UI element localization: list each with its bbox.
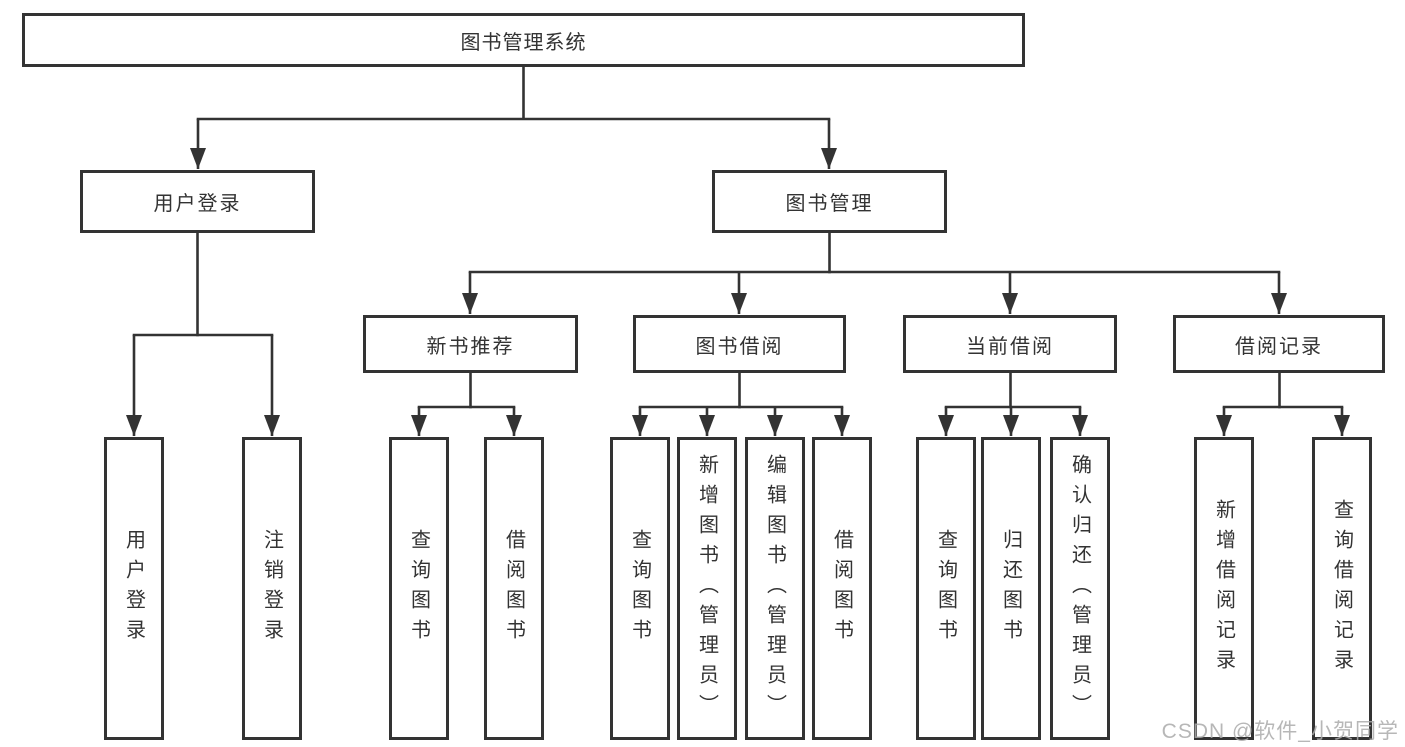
leaf-search-borrow-record-label: 查询借阅记录: [1330, 498, 1353, 679]
connector-book-management-to-level3: [462, 233, 1287, 314]
leaf-borrow-books-recommend-label: 借阅图书: [502, 528, 525, 649]
connector-book-borrowing-to-leaves: [632, 373, 850, 436]
leaf-user-login-label: 用户登录: [122, 528, 145, 649]
node-library-system: 图书管理系统: [22, 13, 1025, 67]
connector-new-book-recommend-to-leaves: [411, 373, 522, 436]
connector-borrowing-records-to-leaves: [1216, 373, 1350, 436]
leaf-confirm-return-admin: 确认归还（管理员）: [1050, 437, 1110, 740]
connector-current-borrowing-to-leaves: [938, 373, 1088, 436]
leaf-search-books-recommend-label: 查询图书: [407, 528, 430, 649]
leaf-search-books-current: 查询图书: [916, 437, 976, 740]
node-book-borrowing-label: 图书借阅: [695, 335, 784, 358]
leaf-logout-label: 注销登录: [260, 528, 283, 649]
leaf-search-books-current-label: 查询图书: [934, 528, 957, 649]
csdn-watermark: CSDN @软件_小贺同学: [1161, 720, 1399, 743]
node-book-borrowing: 图书借阅: [633, 315, 846, 373]
node-current-borrowing: 当前借阅: [903, 315, 1117, 373]
leaf-logout: 注销登录: [242, 437, 302, 740]
leaf-borrow-books-borrowing-label: 借阅图书: [830, 528, 853, 649]
leaf-add-books-admin-label: 新增图书（管理员）: [695, 453, 718, 724]
leaf-borrow-books-recommend: 借阅图书: [484, 437, 544, 740]
leaf-user-login: 用户登录: [104, 437, 164, 740]
leaf-borrow-books-borrowing: 借阅图书: [812, 437, 872, 740]
node-new-book-recommend-label: 新书推荐: [426, 335, 515, 358]
leaf-confirm-return-admin-label: 确认归还（管理员）: [1068, 453, 1091, 724]
leaf-add-borrow-record-label: 新增借阅记录: [1212, 498, 1235, 679]
leaf-search-books-borrowing-label: 查询图书: [628, 528, 651, 649]
leaf-edit-books-admin: 编辑图书（管理员）: [745, 437, 805, 740]
node-library-system-label: 图书管理系统: [460, 31, 587, 54]
node-user-login: 用户登录: [80, 170, 315, 233]
leaf-return-books: 归还图书: [981, 437, 1041, 740]
node-book-management-label: 图书管理: [785, 193, 874, 215]
node-borrowing-records: 借阅记录: [1173, 315, 1385, 373]
leaf-search-borrow-record: 查询借阅记录: [1312, 437, 1372, 740]
leaf-search-books-borrowing: 查询图书: [610, 437, 670, 740]
leaf-edit-books-admin-label: 编辑图书（管理员）: [763, 453, 786, 724]
leaf-add-borrow-record: 新增借阅记录: [1194, 437, 1254, 740]
leaf-return-books-label: 归还图书: [999, 528, 1022, 649]
node-current-borrowing-label: 当前借阅: [966, 335, 1054, 358]
node-user-login-label: 用户登录: [153, 193, 242, 215]
connector-root-to-level2: [190, 67, 837, 169]
node-borrowing-records-label: 借阅记录: [1235, 335, 1323, 358]
leaf-search-books-recommend: 查询图书: [389, 437, 449, 740]
connector-user-login-to-leaves: [126, 233, 280, 436]
leaf-add-books-admin: 新增图书（管理员）: [677, 437, 737, 740]
node-book-management: 图书管理: [712, 170, 947, 233]
node-new-book-recommend: 新书推荐: [363, 315, 578, 373]
